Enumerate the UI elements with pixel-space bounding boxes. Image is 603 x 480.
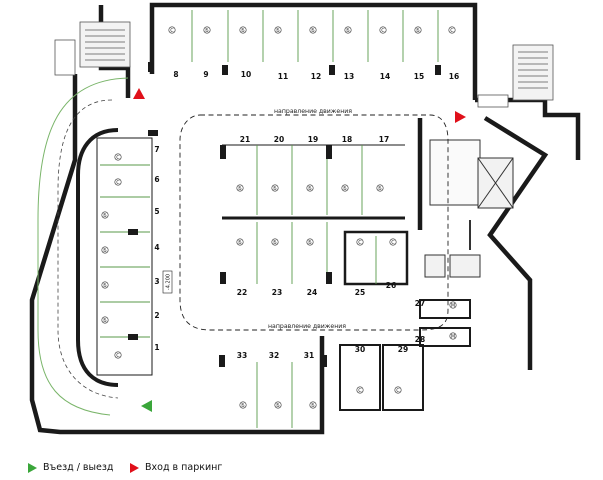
spot-dividers-left xyxy=(100,164,150,338)
spot-number-17: 17 xyxy=(379,135,389,144)
spot-number-10: 10 xyxy=(241,70,251,79)
glyph-b: Б xyxy=(103,248,107,254)
entry-exit-arrow xyxy=(141,400,152,412)
level-mark-text: -4.200 xyxy=(166,274,172,290)
glyph-b: Б xyxy=(103,318,107,324)
spot-number-13: 13 xyxy=(344,72,354,81)
stair-block-top-right xyxy=(477,44,554,108)
parking-entrance-arrow-right xyxy=(455,111,466,123)
glyph-b: Б xyxy=(273,186,277,192)
spot-number-15: 15 xyxy=(414,72,424,81)
glyph-b: Б xyxy=(308,186,312,192)
glyph-c: С xyxy=(116,353,120,359)
direction-label-bottom: направление движения xyxy=(268,323,346,330)
glyph-b: Б xyxy=(311,403,315,409)
glyph-b: Б xyxy=(311,28,315,34)
spot-number-16: 16 xyxy=(449,72,459,81)
glyph-c: С xyxy=(116,155,120,161)
glyph-b: Б xyxy=(103,213,107,219)
direction-label-top: направление движения xyxy=(274,108,352,115)
parking-entrance-arrow-top xyxy=(133,88,145,99)
glyph-c: С xyxy=(391,240,395,246)
glyph-m: М xyxy=(451,303,455,309)
spot-number-11: 11 xyxy=(278,72,288,81)
spot-number-9: 9 xyxy=(203,70,208,79)
island-bottom xyxy=(220,222,409,286)
ramp xyxy=(37,77,129,416)
spot-glyph-letters: С Б Б Б Б Б С Б С С С Б Б Б Б С Б Б Б Б … xyxy=(103,28,455,409)
glyph-c: С xyxy=(116,180,120,186)
glyph-b: Б xyxy=(378,186,382,192)
spot-dividers-top xyxy=(191,10,439,62)
glyph-c: С xyxy=(358,240,362,246)
spot-number-28: 28 xyxy=(415,335,425,344)
spot-number-31: 31 xyxy=(304,351,314,360)
glyph-c: С xyxy=(450,28,454,34)
glyph-c: С xyxy=(170,28,174,34)
spot-number-7: 7 xyxy=(154,145,159,154)
spot-number-29: 29 xyxy=(398,345,408,354)
glyph-b: Б xyxy=(416,28,420,34)
spot-number-2: 2 xyxy=(154,311,159,320)
spot-number-33: 33 xyxy=(237,351,247,360)
glyph-b: Б xyxy=(238,186,242,192)
legend-parking-entrance-label: Вход в паркинг xyxy=(145,462,223,473)
glyph-b: Б xyxy=(241,403,245,409)
glyph-c: С xyxy=(358,388,362,394)
spot-number-4: 4 xyxy=(154,243,159,252)
glyph-b: Б xyxy=(241,28,245,34)
spot-numbers: 1 2 3 4 5 6 7 8 9 10 11 12 13 14 15 16 1… xyxy=(154,70,459,360)
legend-entry-exit: Въезд / выезд xyxy=(28,462,114,473)
spot-number-14: 14 xyxy=(380,72,390,81)
spot-number-12: 12 xyxy=(311,72,321,81)
spot-number-21: 21 xyxy=(240,135,250,144)
spot-number-20: 20 xyxy=(274,135,284,144)
glyph-b: Б xyxy=(276,28,280,34)
spot-number-3: 3 xyxy=(154,277,159,286)
columns-left xyxy=(128,130,158,340)
glyph-b: Б xyxy=(308,240,312,246)
spot-number-25: 25 xyxy=(355,288,365,297)
glyph-b: Б xyxy=(273,240,277,246)
spot-number-30: 30 xyxy=(355,345,365,354)
left-spot-block xyxy=(96,137,153,376)
glyph-m: М xyxy=(451,334,455,340)
elevator-core xyxy=(424,139,514,278)
spot-number-1: 1 xyxy=(154,343,159,352)
legend-entry-exit-label: Въезд / выезд xyxy=(43,462,114,473)
glyph-b: Б xyxy=(238,240,242,246)
glyph-b: Б xyxy=(343,186,347,192)
spot-number-5: 5 xyxy=(154,207,159,216)
glyph-c: С xyxy=(381,28,385,34)
glyph-c: С xyxy=(396,388,400,394)
columns-top xyxy=(148,62,441,75)
bottom-spots xyxy=(219,299,471,428)
spot-glyphs xyxy=(101,26,457,409)
spot-number-24: 24 xyxy=(307,288,317,297)
glyph-b: Б xyxy=(103,283,107,289)
stair-block-top-left xyxy=(54,21,131,76)
spot-number-18: 18 xyxy=(342,135,352,144)
spot-number-6: 6 xyxy=(154,175,159,184)
spot-number-19: 19 xyxy=(308,135,318,144)
spot-number-8: 8 xyxy=(173,70,178,79)
glyph-b: Б xyxy=(346,28,350,34)
spot-number-23: 23 xyxy=(272,288,282,297)
legend-parking-entrance: Вход в паркинг xyxy=(130,462,222,473)
red-triangle-icon xyxy=(130,462,139,473)
spot-number-22: 22 xyxy=(237,288,247,297)
spot-number-26: 26 xyxy=(386,281,396,290)
spot-number-32: 32 xyxy=(269,351,279,360)
level-mark: -4.200 xyxy=(162,270,173,294)
green-triangle-icon xyxy=(28,462,37,473)
glyph-b: Б xyxy=(276,403,280,409)
island-top xyxy=(220,144,405,220)
spot-number-27: 27 xyxy=(415,299,425,308)
glyph-b: Б xyxy=(205,28,209,34)
driving-loop xyxy=(179,114,449,331)
